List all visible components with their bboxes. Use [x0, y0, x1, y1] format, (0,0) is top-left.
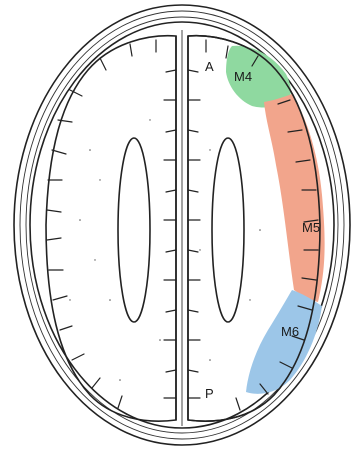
right-lateral-ventricle	[212, 138, 244, 322]
region-m6-label: M6	[281, 324, 299, 339]
region-m5	[264, 94, 325, 302]
left-sulci	[47, 40, 176, 408]
region-m6	[246, 290, 322, 394]
anterior-label: A	[205, 59, 214, 74]
midline-fissure	[176, 30, 188, 426]
stipple-texture	[69, 119, 261, 381]
region-m5-label: M5	[302, 220, 320, 235]
posterior-label: P	[205, 386, 214, 401]
left-lateral-ventricle	[118, 138, 150, 322]
region-m4-label: M4	[234, 69, 252, 84]
